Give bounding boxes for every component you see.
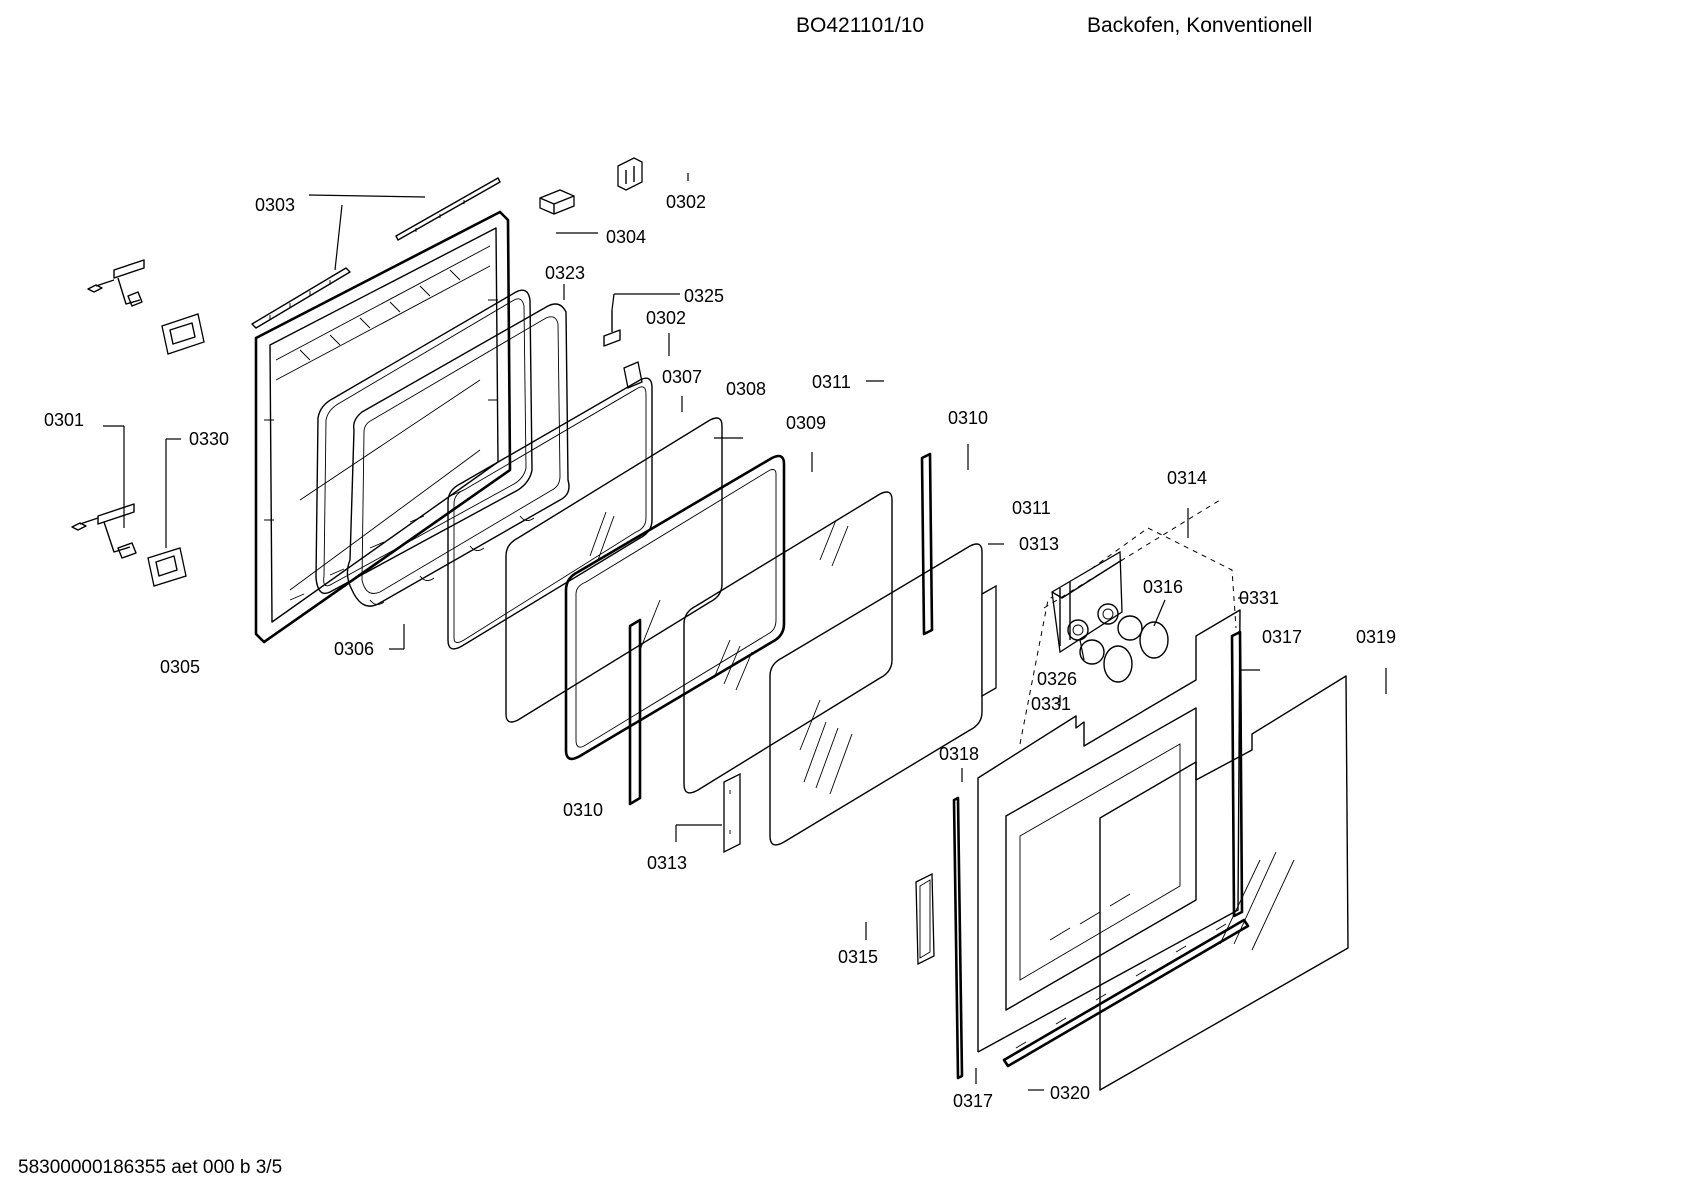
callout-0317-bottom: 0317 xyxy=(953,1091,993,1111)
part-0317-side-rail xyxy=(1230,630,1244,918)
part-0308-glass xyxy=(505,417,723,723)
callout-0319: 0319 xyxy=(1356,627,1396,647)
callout-0310-top: 0310 xyxy=(948,408,988,428)
part-0306-seal-frame xyxy=(346,303,570,607)
callout-labels: 0303 0302 0304 0323 0325 0302 0307 0308 … xyxy=(44,192,1396,1111)
part-0319-glass-door xyxy=(1099,675,1349,1091)
part-0331-dashed-cover xyxy=(1043,499,1221,609)
part-0304-clip xyxy=(539,189,575,215)
part-0316-rings xyxy=(1103,621,1169,683)
part-0316-knob-housing xyxy=(1051,550,1123,654)
callout-0301: 0301 xyxy=(44,410,84,430)
part-0309-frame xyxy=(564,454,786,761)
callout-0331-right: 0331 xyxy=(1239,588,1279,608)
callout-0313-bottom: 0313 xyxy=(647,853,687,873)
leader-lines xyxy=(103,173,1387,1091)
part-0315-handle-block xyxy=(915,872,935,966)
part-0310-outer-glass xyxy=(769,543,983,846)
callout-0311-top: 0311 xyxy=(812,372,851,392)
callout-0311-mid: 0311 xyxy=(1012,498,1051,518)
callout-0302-mid: 0302 xyxy=(646,308,686,328)
callout-0302-top: 0302 xyxy=(666,192,706,212)
appliance-description: Backofen, Konventionell xyxy=(1087,14,1312,37)
callout-0318: 0318 xyxy=(939,744,979,764)
callout-0331-lower: 0331 xyxy=(1031,694,1071,714)
document-code: 58300000186355 aet 000 b 3/5 xyxy=(18,1157,282,1178)
part-0323-seal xyxy=(315,289,533,595)
part-0313-strip-right xyxy=(981,584,997,698)
callout-0304: 0304 xyxy=(606,227,646,247)
callout-0316: 0316 xyxy=(1143,577,1183,597)
part-0307-gasket xyxy=(447,377,653,650)
part-0326-knobs xyxy=(1067,603,1143,665)
callout-0325: 0325 xyxy=(684,286,724,306)
part-0314-control-panel-outline xyxy=(1019,527,1237,745)
part-0303-frame-strip-right xyxy=(395,177,501,241)
callout-0314: 0314 xyxy=(1167,468,1207,488)
model-number: BO421101/10 xyxy=(796,14,924,37)
part-0302-bracket-top xyxy=(617,157,643,191)
part-0330-block-lower xyxy=(147,547,187,587)
callout-0320: 0320 xyxy=(1050,1083,1090,1103)
part-0310-rail-left xyxy=(628,618,642,806)
callout-0315: 0315 xyxy=(838,947,878,967)
callout-0306: 0306 xyxy=(334,639,374,659)
part-0310-glass-pane xyxy=(683,491,893,794)
callout-0313-right: 0313 xyxy=(1019,534,1059,554)
part-0318-rod xyxy=(952,796,964,1080)
part-0305-door-frame xyxy=(254,210,512,644)
part-0301-hinge-lower xyxy=(71,503,137,559)
callout-0303: 0303 xyxy=(255,195,295,215)
callout-0310-bottom: 0310 xyxy=(563,800,603,820)
callout-0309: 0309 xyxy=(786,413,826,433)
callout-0305: 0305 xyxy=(160,657,200,677)
callout-0307: 0307 xyxy=(662,367,702,387)
part-0310-rail-right xyxy=(920,452,934,636)
part-0325-clip xyxy=(603,310,621,347)
callout-0326: 0326 xyxy=(1037,669,1077,689)
part-0320-bottom-rail xyxy=(1002,918,1250,1068)
callout-0308: 0308 xyxy=(726,379,766,399)
part-0301-hinge-upper xyxy=(87,259,145,307)
part-0313-strip-left xyxy=(723,772,741,854)
part-0303-frame-strip-left xyxy=(251,267,351,329)
callout-0317-right: 0317 xyxy=(1262,627,1302,647)
callout-0330: 0330 xyxy=(189,429,229,449)
part-0317-door-panel xyxy=(977,609,1241,1053)
callout-0323: 0323 xyxy=(545,263,585,283)
part-0330-block-upper xyxy=(161,313,205,355)
